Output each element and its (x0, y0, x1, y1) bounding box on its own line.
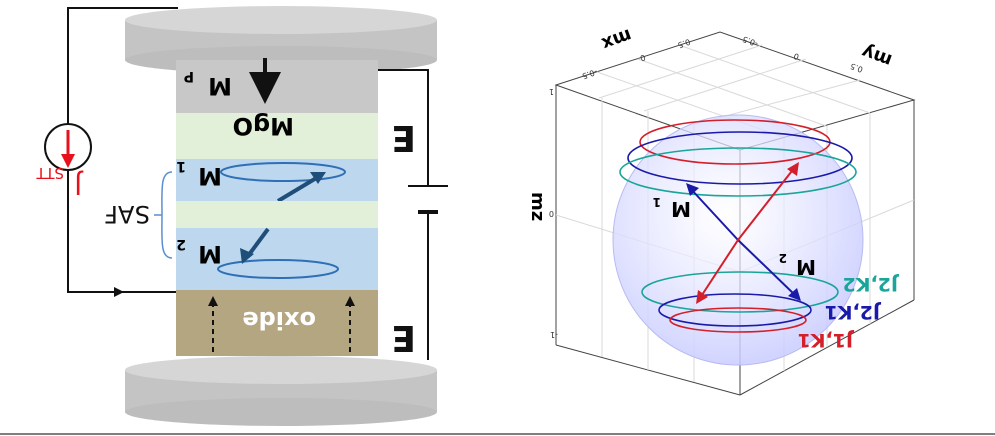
precession-orbits (619, 119, 857, 333)
m2-arrow (246, 227, 270, 258)
m1-precession-orbit (220, 162, 346, 182)
oxide-label: oxide (242, 306, 316, 334)
orbit-bottom-j2k2 (641, 271, 839, 313)
saf-label: SAF (104, 200, 150, 228)
m1-vector-label: M (671, 197, 691, 221)
mx-tick: 0 (639, 53, 647, 63)
mx-tick: -0.5 (581, 67, 599, 81)
current-subscript: STT (36, 164, 64, 182)
mp-subscript: P (184, 68, 194, 84)
current-direction-arrow (114, 287, 124, 297)
reference-layer: M P (176, 58, 378, 113)
mp-label: M (208, 72, 232, 100)
free-layer-m1: M 1 (176, 158, 378, 203)
orbit-bottom-j2k1 (658, 293, 812, 327)
m1-subscript: 1 (176, 158, 186, 174)
orbit-top-j2k1 (627, 131, 853, 185)
mx-axis-label: mx (598, 24, 634, 54)
oxide-field-arrowhead-left (208, 296, 218, 306)
mz-tick: 0 (549, 209, 554, 218)
red-vector-head-bottom (696, 290, 708, 304)
m2-vector-subscript: 2 (779, 251, 787, 265)
mgo-label: MgO (233, 112, 294, 140)
magnetization-vectors (686, 162, 801, 304)
m1-vector-subscript: 1 (653, 195, 661, 209)
oxide-field-arrowhead-right (345, 296, 355, 306)
saf-bracket: SAF (104, 171, 173, 259)
orbit-bottom-j1k1 (669, 307, 807, 333)
current-label: J (74, 169, 84, 199)
legend: J2,K2 J2,K1 J1,K1 (798, 273, 900, 351)
mx-tick: 0.5 (676, 37, 691, 50)
mz-axis-label: mz (527, 192, 548, 221)
m1-vector-head (686, 183, 699, 196)
bottom-electrode (125, 356, 437, 426)
mgo-layer: MgO (176, 112, 378, 159)
m2-label: M (198, 240, 222, 268)
field-label-top: E (391, 117, 416, 158)
m1-label: M (198, 162, 222, 190)
mz-tick: -1 (550, 330, 558, 339)
legend-j2k1: J2,K1 (825, 301, 882, 323)
m1-arrowhead (310, 172, 326, 184)
field-label-bottom: E (391, 317, 416, 358)
oxide-layer: oxide (176, 290, 378, 356)
my-tick: 0 (792, 51, 800, 61)
m2-arrowhead (240, 248, 254, 264)
m2-vector-head (788, 288, 801, 301)
my-tick: -0.5 (741, 34, 759, 48)
m2-subscript: 2 (176, 236, 186, 252)
m2-vector-label: M (796, 255, 816, 279)
trajectory-plot: M 1 M 2 J2,K2 J2,K1 J1,K1 mx my mz -0.5 … (527, 24, 916, 396)
legend-j2k2: J2,K2 (843, 273, 900, 295)
legend-j1k1: J1,K1 (798, 329, 855, 351)
voltage-circuit: E E (378, 69, 448, 360)
mtj-stack-diagram: M P MgO M 1 M 2 (36, 6, 448, 426)
spacer-layer (176, 201, 378, 228)
mz-tick: 1 (549, 87, 554, 96)
my-tick: 0.5 (849, 61, 864, 74)
current-circuit: J STT (36, 7, 178, 297)
red-vector-head-top (787, 162, 799, 176)
orbit-top-j2k2 (619, 147, 857, 197)
free-layer-m2: M 2 (176, 227, 378, 290)
m2-precession-orbit (217, 259, 339, 279)
m1-arrow (276, 175, 320, 203)
